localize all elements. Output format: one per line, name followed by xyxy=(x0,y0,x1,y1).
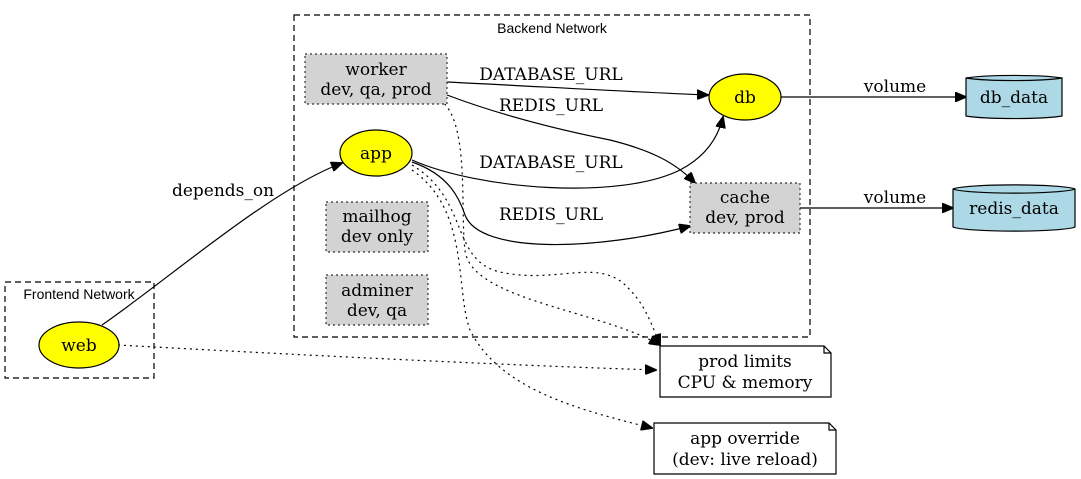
node-app[interactable]: app xyxy=(339,129,413,177)
node-db-name: db xyxy=(734,88,756,108)
node-cache[interactable]: cache dev, prod xyxy=(689,182,801,234)
node-adminer-envs: dev, qa xyxy=(347,301,407,321)
edge-web-app: depends_on xyxy=(101,163,342,326)
node-redis-data[interactable]: redis_data xyxy=(952,184,1076,232)
node-cache-envs: dev, prod xyxy=(705,208,785,228)
edge-db-volume-label: volume xyxy=(863,77,926,97)
note-app-override-line1: app override xyxy=(690,429,800,449)
edge-app-override xyxy=(411,169,652,428)
edge-worker-db: DATABASE_URL xyxy=(446,65,708,95)
cluster-frontend: Frontend Network xyxy=(4,281,155,379)
node-cache-name: cache xyxy=(720,188,770,208)
edge-worker-db-label: DATABASE_URL xyxy=(479,65,622,85)
edge-app-cache: REDIS_URL xyxy=(411,161,690,246)
edge-app-prod-limits xyxy=(411,164,660,345)
node-mailhog[interactable]: mailhog dev only xyxy=(325,201,429,253)
edge-db-volume: volume xyxy=(781,77,966,97)
cluster-backend-label: Backend Network xyxy=(497,20,608,36)
cluster-frontend-label: Frontend Network xyxy=(23,286,135,302)
node-db[interactable]: db xyxy=(708,73,782,121)
note-prod-limits-line2: CPU & memory xyxy=(678,373,813,393)
edge-web-app-label: depends_on xyxy=(172,181,274,201)
node-web[interactable]: web xyxy=(38,321,120,369)
node-app-name: app xyxy=(360,144,392,164)
node-db-data[interactable]: db_data xyxy=(965,74,1063,120)
node-web-name: web xyxy=(61,336,97,356)
note-app-override[interactable]: app override (dev: live reload) xyxy=(653,422,837,475)
cluster-backend: Backend Network xyxy=(293,14,811,338)
edge-web-prod-limits xyxy=(117,344,656,370)
node-worker-name: worker xyxy=(345,60,407,80)
edge-app-db-label: DATABASE_URL xyxy=(479,153,622,173)
node-adminer-name: adminer xyxy=(341,281,414,301)
edge-app-db: DATABASE_URL xyxy=(411,117,723,189)
edge-cache-volume: volume xyxy=(800,188,953,208)
node-worker[interactable]: worker dev, qa, prod xyxy=(304,53,448,105)
note-app-override-line2: (dev: live reload) xyxy=(672,450,818,470)
node-worker-envs: dev, qa, prod xyxy=(320,80,431,100)
edge-worker-cache-label: REDIS_URL xyxy=(499,96,603,116)
note-prod-limits-line1: prod limits xyxy=(698,352,792,372)
edge-worker-cache: REDIS_URL xyxy=(446,94,695,183)
edge-cache-volume-label: volume xyxy=(863,188,926,208)
node-adminer[interactable]: adminer dev, qa xyxy=(325,274,429,326)
node-mailhog-name: mailhog xyxy=(342,207,411,227)
node-db-data-name: db_data xyxy=(980,88,1048,108)
note-prod-limits[interactable]: prod limits CPU & memory xyxy=(659,345,832,398)
node-redis-data-name: redis_data xyxy=(969,199,1059,219)
node-mailhog-envs: dev only xyxy=(341,227,414,247)
edge-app-cache-label: REDIS_URL xyxy=(499,205,603,225)
